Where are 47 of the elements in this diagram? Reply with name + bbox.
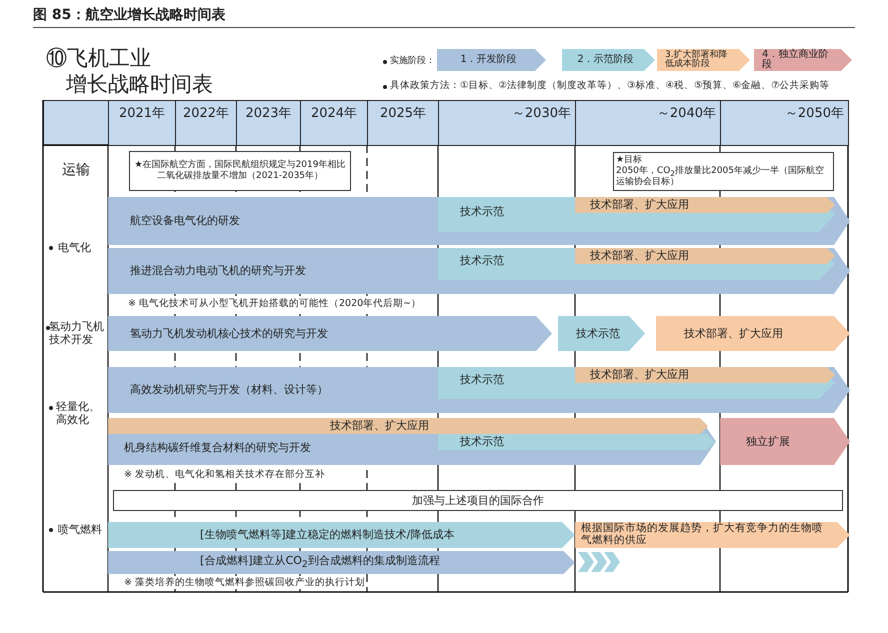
- cooperation-box: 加强与上述项目的国际合作: [113, 490, 843, 511]
- column-header: 2023年: [236, 100, 301, 146]
- timeline-bar: 技术示范 技术部署、扩大应用: [438, 248, 835, 280]
- column-header: ～2050年: [720, 100, 849, 146]
- column-header: 2024年: [300, 100, 368, 146]
- row-header: 电气化: [58, 240, 91, 255]
- column-header: ～2040年: [575, 100, 721, 146]
- timeline-bar: 技术部署、扩大应用: [575, 197, 835, 213]
- timeline-bar: 技术部署、扩大应用: [575, 248, 835, 264]
- figure-title: 图 85：航空业增长战略时间表: [33, 6, 226, 24]
- legend-label: 4．独立商业阶段: [762, 49, 830, 71]
- timeline-bar: 高效发动机研究与开发（材料、设计等） 技术示范 技术部署、扩大应用: [108, 367, 850, 413]
- timeline-bar: 技术示范 技术部署、扩大应用: [438, 367, 835, 399]
- legend-label: 3.扩大部署和降低成本阶段: [665, 49, 729, 71]
- note-box: ★在国际航空方面，国际民航组织规定与2019年相比二氧化碳排放量不增加（2021-2035年）: [129, 151, 351, 191]
- column-header: 2025年: [367, 100, 439, 146]
- timeline-bar: 技术示范 技术部署、扩大应用: [438, 197, 835, 232]
- row-header: 喷气燃料: [58, 522, 102, 537]
- column-header: 2022年: [175, 100, 237, 146]
- footnote: ※ 藻类培养的生物喷气燃料参照碳回收产业的执行计划: [124, 576, 365, 589]
- timeline-bar: 技术示范: [558, 316, 645, 351]
- timeline-bar: 推进混合动力电动飞机的研究与开发 技术示范 技术部署、扩大应用: [108, 248, 850, 294]
- timeline-bar: 独立扩展: [720, 418, 850, 465]
- column-header: 2021年: [108, 100, 176, 146]
- row-header: 轻量化、高效化: [56, 400, 101, 426]
- timeline-bar: 技术部署、扩大应用: [575, 367, 835, 383]
- row-header: 氢动力飞机技术开发: [49, 320, 105, 346]
- timeline-bar: 氢动力飞机发动机核心技术的研究与开发: [108, 316, 552, 351]
- timeline-bar: 航空设备电气化的研发 技术示范 技术部署、扩大应用: [108, 197, 850, 245]
- note-box: ★目标 2050年，CO$_{2}$排放量比2005年减少一半（国际航空运输协会目标）: [613, 152, 834, 191]
- timeline-bar: [合成燃料]建立从CO$_{2}$到合成燃料的集成制造流程: [108, 551, 575, 574]
- legend-label: 2．示范阶段: [576, 52, 635, 67]
- timeline-bar: 技术部署、扩大应用: [108, 418, 708, 434]
- timeline-bar: 技术部署、扩大应用: [656, 316, 850, 351]
- timeline-bar: 技术示范: [438, 434, 715, 450]
- footnote: ※ 发动机、电气化和氢相关技术存在部分互补: [124, 468, 325, 481]
- row-header: 运输: [62, 161, 90, 179]
- chevron-arrows-icon: [578, 552, 620, 572]
- legend-label: 1．开发阶段: [459, 52, 518, 67]
- timeline-bar: 根据国际市场的发展趋势，扩大有竞争力的生物喷气燃料的供应: [575, 522, 850, 548]
- policy-methods-note: 具体政策方法：①目标、②法律制度（制度改革等）、③标准、④税、⑤预算、⑥金融、⑦公共采购等: [390, 79, 830, 92]
- diagram-subheading: 增长战略时间表: [66, 71, 213, 98]
- timeline-bar: [生物喷气燃料等]建立稳定的燃料制造技术/降低成本: [108, 522, 575, 548]
- legend-title: 实施阶段：: [390, 54, 435, 67]
- diagram-heading: ⑩飞机工业: [46, 45, 151, 72]
- timeline-bar: 机身结构碳纤维复合材料的研究与开发 技术部署、扩大应用 技术示范: [108, 418, 716, 465]
- column-header: ～2030年: [438, 100, 576, 146]
